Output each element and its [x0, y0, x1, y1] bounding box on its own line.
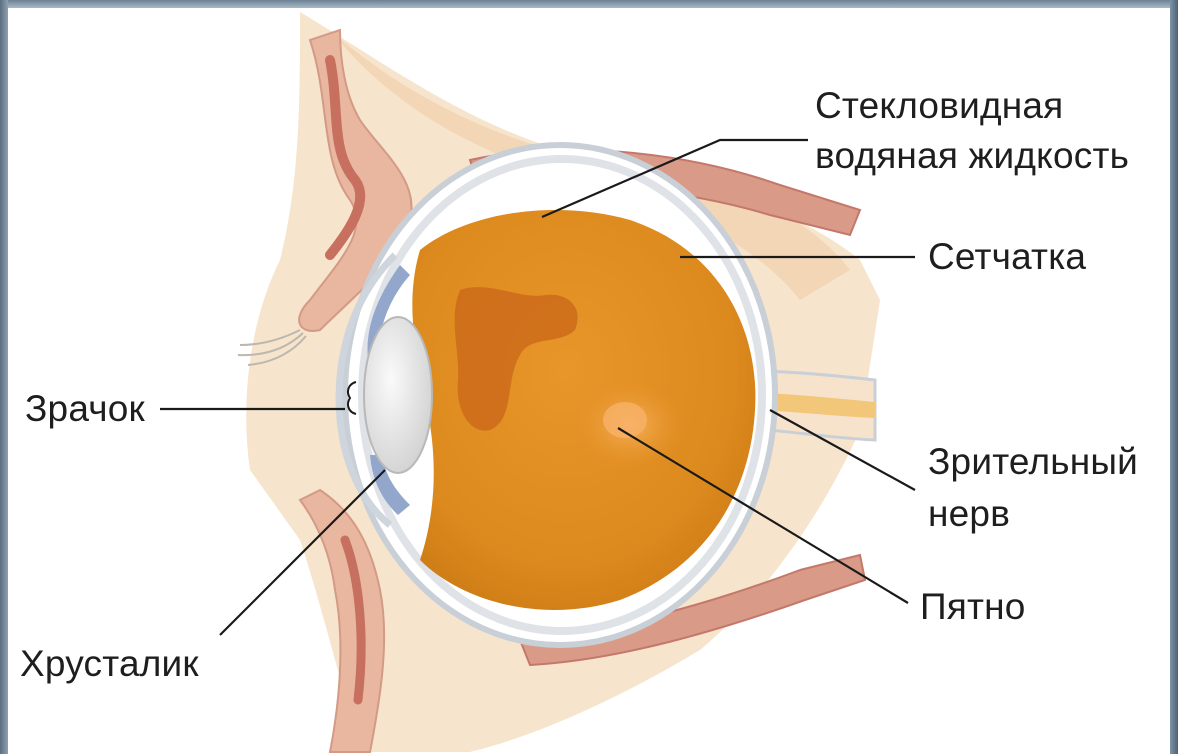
label-vitreous-line1: Стекловидная	[815, 82, 1063, 130]
label-optic-nerve-line1: Зрительный	[928, 438, 1138, 486]
lens	[364, 317, 432, 473]
label-vitreous-line2: водяная жидкость	[815, 132, 1129, 180]
label-optic-nerve-line2: нерв	[928, 490, 1010, 538]
label-lens: Хрусталик	[20, 640, 199, 688]
label-retina: Сетчатка	[928, 233, 1086, 281]
label-macula: Пятно	[920, 583, 1026, 631]
label-pupil: Зрачок	[25, 385, 145, 433]
